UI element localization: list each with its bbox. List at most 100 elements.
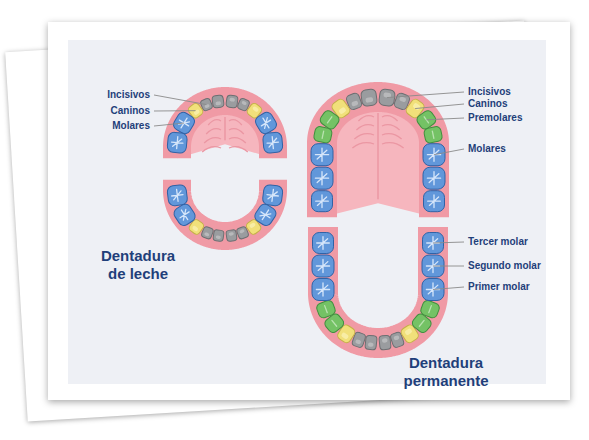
- tooth-label: Molares: [468, 143, 506, 155]
- tooth-highlight: [351, 100, 359, 107]
- premolar-groove: [327, 117, 331, 123]
- leader-line: [433, 242, 464, 243]
- tooth-highlight: [239, 229, 245, 234]
- palate-ridge: [354, 134, 374, 139]
- palate-ridge: [356, 125, 374, 130]
- tooth-highlight: [382, 338, 388, 343]
- tooth-crown: [312, 279, 334, 301]
- palate-ridge: [206, 129, 221, 134]
- palate-ridge: [352, 143, 374, 148]
- tooth-crown: [424, 191, 445, 212]
- leader-lines: [154, 92, 464, 290]
- palate-ridge: [208, 120, 221, 125]
- molar-cusps: [266, 189, 279, 202]
- leader-line: [433, 287, 464, 290]
- tooth: [226, 229, 237, 241]
- palate-ridge: [229, 138, 246, 143]
- tooth-crown: [313, 233, 334, 254]
- tooth-crown: [213, 229, 224, 241]
- tooth-highlight: [412, 102, 421, 110]
- tooth-label: Incisivos: [107, 89, 150, 101]
- tooth: [360, 89, 377, 107]
- dentition-caption: Dentadura de leche: [91, 247, 186, 283]
- molar-cusps: [428, 195, 441, 208]
- leader-line: [434, 149, 464, 155]
- tooth-crown: [212, 95, 225, 108]
- tooth: [419, 299, 440, 319]
- premolar-groove: [332, 320, 337, 326]
- tooth-highlight: [365, 97, 373, 103]
- dentition-caption: Dentadura permanente: [389, 354, 504, 390]
- tooth: [379, 335, 391, 350]
- tooth-highlight: [216, 235, 221, 239]
- dental-arch: [167, 180, 284, 242]
- palate-ridge: [229, 120, 242, 125]
- tooth: [423, 167, 445, 189]
- tooth-crown: [315, 299, 336, 319]
- tooth-label: Molares: [112, 120, 150, 132]
- tooth: [167, 184, 188, 206]
- tooth-label: Premolares: [468, 112, 522, 124]
- tooth: [313, 233, 334, 254]
- leader-line: [154, 95, 206, 105]
- tooth-highlight: [193, 109, 200, 116]
- molar-cusps: [315, 172, 328, 185]
- tooth-crown: [365, 335, 377, 350]
- palate-ridge: [382, 125, 400, 130]
- tooth-highlight: [338, 107, 347, 115]
- palate-ridge: [382, 143, 404, 148]
- tooth-crown: [226, 229, 237, 241]
- molar-cusps: [316, 283, 329, 296]
- tooth-highlight: [204, 232, 210, 237]
- tooth-crown: [312, 191, 333, 212]
- tooth-crown: [262, 132, 283, 154]
- palate-midline: [224, 117, 226, 140]
- tooth-label: Primer molar: [468, 281, 530, 293]
- tooth-highlight: [229, 98, 235, 102]
- tooth: [226, 95, 239, 108]
- tooth-highlight: [249, 222, 256, 229]
- tooth-crown: [423, 167, 445, 189]
- premolar-groove: [325, 306, 328, 313]
- tooth: [312, 255, 334, 277]
- tooth-crown: [419, 299, 440, 319]
- tooth-crown: [423, 144, 445, 166]
- tooth: [311, 167, 333, 189]
- tooth-label: Caninos: [111, 105, 150, 117]
- leader-line: [433, 266, 464, 267]
- tooth-highlight: [229, 232, 234, 236]
- dental-arch: [167, 95, 283, 158]
- tooth-highlight: [404, 328, 412, 336]
- tooth-crown: [167, 184, 188, 206]
- tooth: [423, 126, 443, 144]
- palate-ridge: [229, 129, 244, 134]
- tooth-crown: [379, 335, 391, 350]
- premolar-groove: [419, 320, 424, 326]
- molar-cusps: [316, 259, 329, 272]
- tooth: [312, 279, 334, 301]
- molar-cusps: [171, 136, 183, 149]
- tooth-crown: [167, 132, 188, 154]
- tooth: [212, 95, 225, 108]
- palate-ridge: [202, 147, 221, 152]
- dental-arch: [312, 227, 444, 350]
- tooth-highlight: [241, 101, 247, 106]
- tooth: [422, 279, 444, 301]
- tooth-highlight: [215, 101, 221, 105]
- molar-cusps: [317, 237, 330, 250]
- palate: [177, 101, 273, 158]
- leader-line: [154, 110, 196, 111]
- molar-cusps: [316, 195, 329, 208]
- molar-cusps: [427, 148, 440, 161]
- tooth: [423, 144, 445, 166]
- premolar-groove: [322, 131, 324, 138]
- tooth-highlight: [368, 342, 374, 347]
- tooth-label: Incisivos: [468, 86, 511, 98]
- gum: [322, 97, 434, 217]
- tooth-label: Segundo molar: [468, 260, 541, 272]
- palate-midline: [377, 113, 379, 199]
- palate-ridge: [358, 116, 374, 121]
- tooth-highlight: [252, 106, 259, 113]
